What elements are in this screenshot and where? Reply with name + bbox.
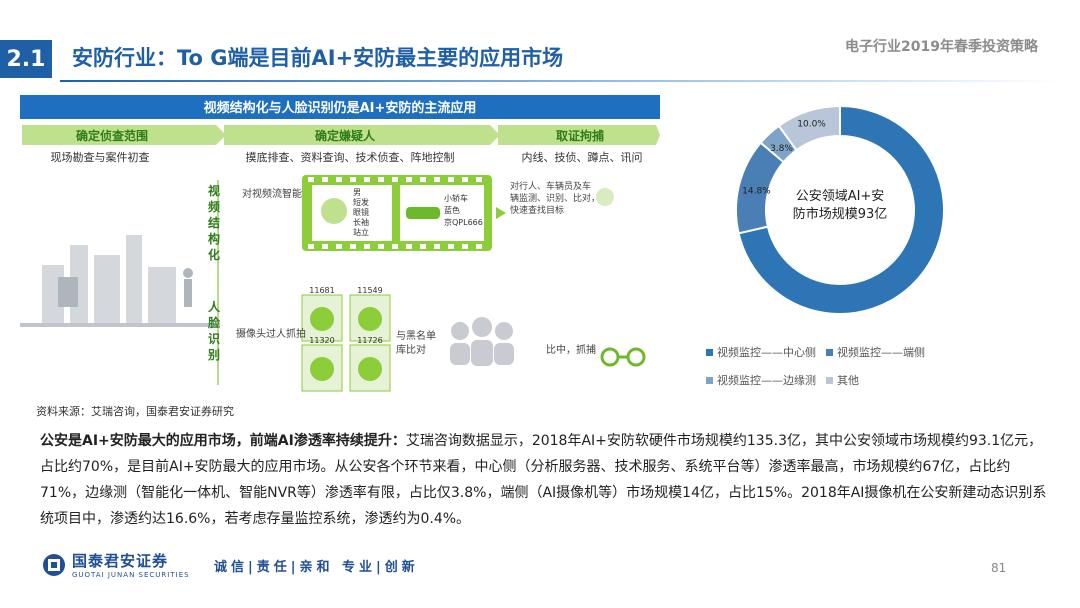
company-name-en: GUOTAI JUNAN SECURITIES: [72, 571, 190, 579]
svg-text:对行人、车辆员及车: 对行人、车辆员及车: [510, 180, 591, 192]
svg-text:别: 别: [207, 348, 220, 362]
slide-title: 安防行业：To G端是目前AI+安防最主要的应用市场: [72, 46, 564, 70]
legend-item-edge: 视频监控——边缘测: [706, 372, 816, 388]
diagram-banner-bg: [20, 95, 660, 119]
donut-chart: 公安领域AI+安 防市场规模93亿 71.4% 14.8% 3.8% 10.0%: [735, 104, 945, 331]
donut-slice: [737, 104, 945, 315]
slice-label: 3.8%: [770, 144, 793, 154]
svg-text:视: 视: [208, 183, 220, 198]
person-icon: [321, 198, 347, 224]
svg-text:长袖: 长袖: [353, 217, 369, 227]
svg-text:识: 识: [208, 332, 220, 346]
crowd-icon: [450, 317, 514, 366]
handcuffs-icon: [600, 347, 646, 367]
section-number: 2.1: [0, 40, 52, 78]
svg-text:京QPL666: 京QPL666: [444, 217, 483, 227]
source-note: 资料来源：艾瑞咨询，国泰君安证券研究: [36, 405, 234, 418]
blacklist-note: 与黑名单 库比对: [396, 329, 436, 356]
legend-swatch: [826, 376, 833, 384]
title-divider: [60, 80, 1060, 82]
stage-detail-2: 摸底排查、资料查询、技术侦查、阵地控制: [246, 150, 455, 164]
right-note: 对行人、车辆员及车 辆监测、识别、比对， 快速查找目标: [510, 180, 600, 216]
svg-text:辆监测、识别、比对，: 辆监测、识别、比对，: [510, 192, 600, 204]
svg-text:11681: 11681: [309, 286, 334, 295]
body-paragraph: 公安是AI+安防最大的应用市场，前端AI渗透率持续提升：艾瑞咨询数据显示，201…: [40, 428, 1050, 532]
capture-note: 摄像头过人抓拍: [236, 327, 306, 340]
svg-text:与黑名单: 与黑名单: [396, 329, 436, 342]
search-icon: [596, 188, 614, 206]
svg-text:库比对: 库比对: [396, 343, 426, 356]
page-number: 81: [991, 561, 1007, 575]
donut-slice: [777, 104, 841, 152]
slice-label: 14.8%: [742, 187, 771, 197]
company-name: 国泰君安证券: [72, 552, 169, 570]
stage-detail-3: 内线、技侦、蹲点、讯问: [522, 150, 643, 164]
stage-label-2: 确定嫌疑人: [315, 128, 376, 143]
stage-arrow-1: [22, 125, 226, 145]
company-logo: 国泰君安证券 GUOTAI JUNAN SECURITIES: [42, 550, 190, 579]
stage-arrow-3: [498, 125, 660, 145]
vertical-label-video: 视频结构化: [208, 183, 220, 262]
car-attrs: 小轿车 蓝色 京QPL666: [444, 193, 483, 227]
legend-item-other: 其他: [826, 372, 859, 388]
legend-swatch: [826, 348, 833, 356]
svg-text:站立: 站立: [353, 227, 369, 237]
svg-text:化: 化: [208, 247, 220, 262]
svg-text:男: 男: [353, 188, 361, 197]
company-logo-icon: [43, 553, 65, 576]
stage-label-3: 取证拘捕: [556, 128, 604, 143]
svg-text:11549: 11549: [357, 286, 382, 295]
city-illustration: [20, 235, 220, 327]
slice-label: 71.4%: [903, 321, 932, 331]
svg-text:短发: 短发: [353, 197, 369, 207]
legend-item-center: 视频监控——中心侧: [706, 344, 816, 360]
chart-center-label-line2: 防市场规模93亿: [793, 206, 888, 222]
svg-text:11726: 11726: [357, 336, 382, 345]
person-attrs: 男 短发 眼镜 长袖 站立: [353, 188, 369, 237]
svg-text:构: 构: [208, 231, 220, 246]
svg-text:11320: 11320: [309, 336, 334, 345]
slice-label: 10.0%: [797, 120, 826, 130]
car-icon: [406, 207, 440, 219]
process-diagram: 视频结构化与人脸识别仍是AI+安防的主流应用 确定侦查范围 确定嫌疑人 取证拘捕…: [20, 95, 660, 397]
vertical-label-face: 人脸识别: [207, 299, 221, 362]
paragraph-lead: 公安是AI+安防最大的应用市场，前端AI渗透率持续提升：: [40, 433, 406, 449]
legend-item-end: 视频监控——端侧: [826, 344, 925, 360]
legend-swatch: [706, 376, 713, 384]
svg-text:小轿车: 小轿车: [444, 193, 468, 203]
svg-text:脸: 脸: [208, 315, 221, 330]
svg-text:结: 结: [208, 215, 220, 230]
svg-text:眼镜: 眼镜: [353, 207, 369, 217]
compare-note: 比中，抓捕: [546, 343, 596, 356]
diagram-banner: 视频结构化与人脸识别仍是AI+安防的主流应用: [204, 100, 477, 116]
chart-legend: 视频监控——中心侧 视频监控——端侧 视频监控——边缘测 其他: [706, 344, 1026, 400]
svg-text:人: 人: [208, 299, 221, 314]
svg-text:频: 频: [208, 199, 220, 214]
stage-arrow-2: [224, 125, 500, 145]
chart-center-label-line1: 公安领域AI+安: [796, 189, 885, 204]
report-title: 电子行业2019年春季投资策略: [845, 39, 1038, 55]
svg-text:快速查找目标: 快速查找目标: [510, 204, 564, 216]
svg-text:蓝色: 蓝色: [444, 205, 460, 215]
slogan: 诚信|责任|亲和 专业|创新: [214, 560, 419, 575]
legend-swatch: [706, 348, 713, 356]
stage-label-1: 确定侦查范围: [76, 128, 148, 143]
paragraph-body: 艾瑞咨询数据显示，2018年AI+安防软硬件市场规模约135.3亿，其中公安领域…: [40, 433, 1047, 527]
stage-detail-1: 现场勘查与案件初查: [51, 150, 150, 164]
face-grid: 11681 11549 11320 11726: [301, 286, 391, 392]
